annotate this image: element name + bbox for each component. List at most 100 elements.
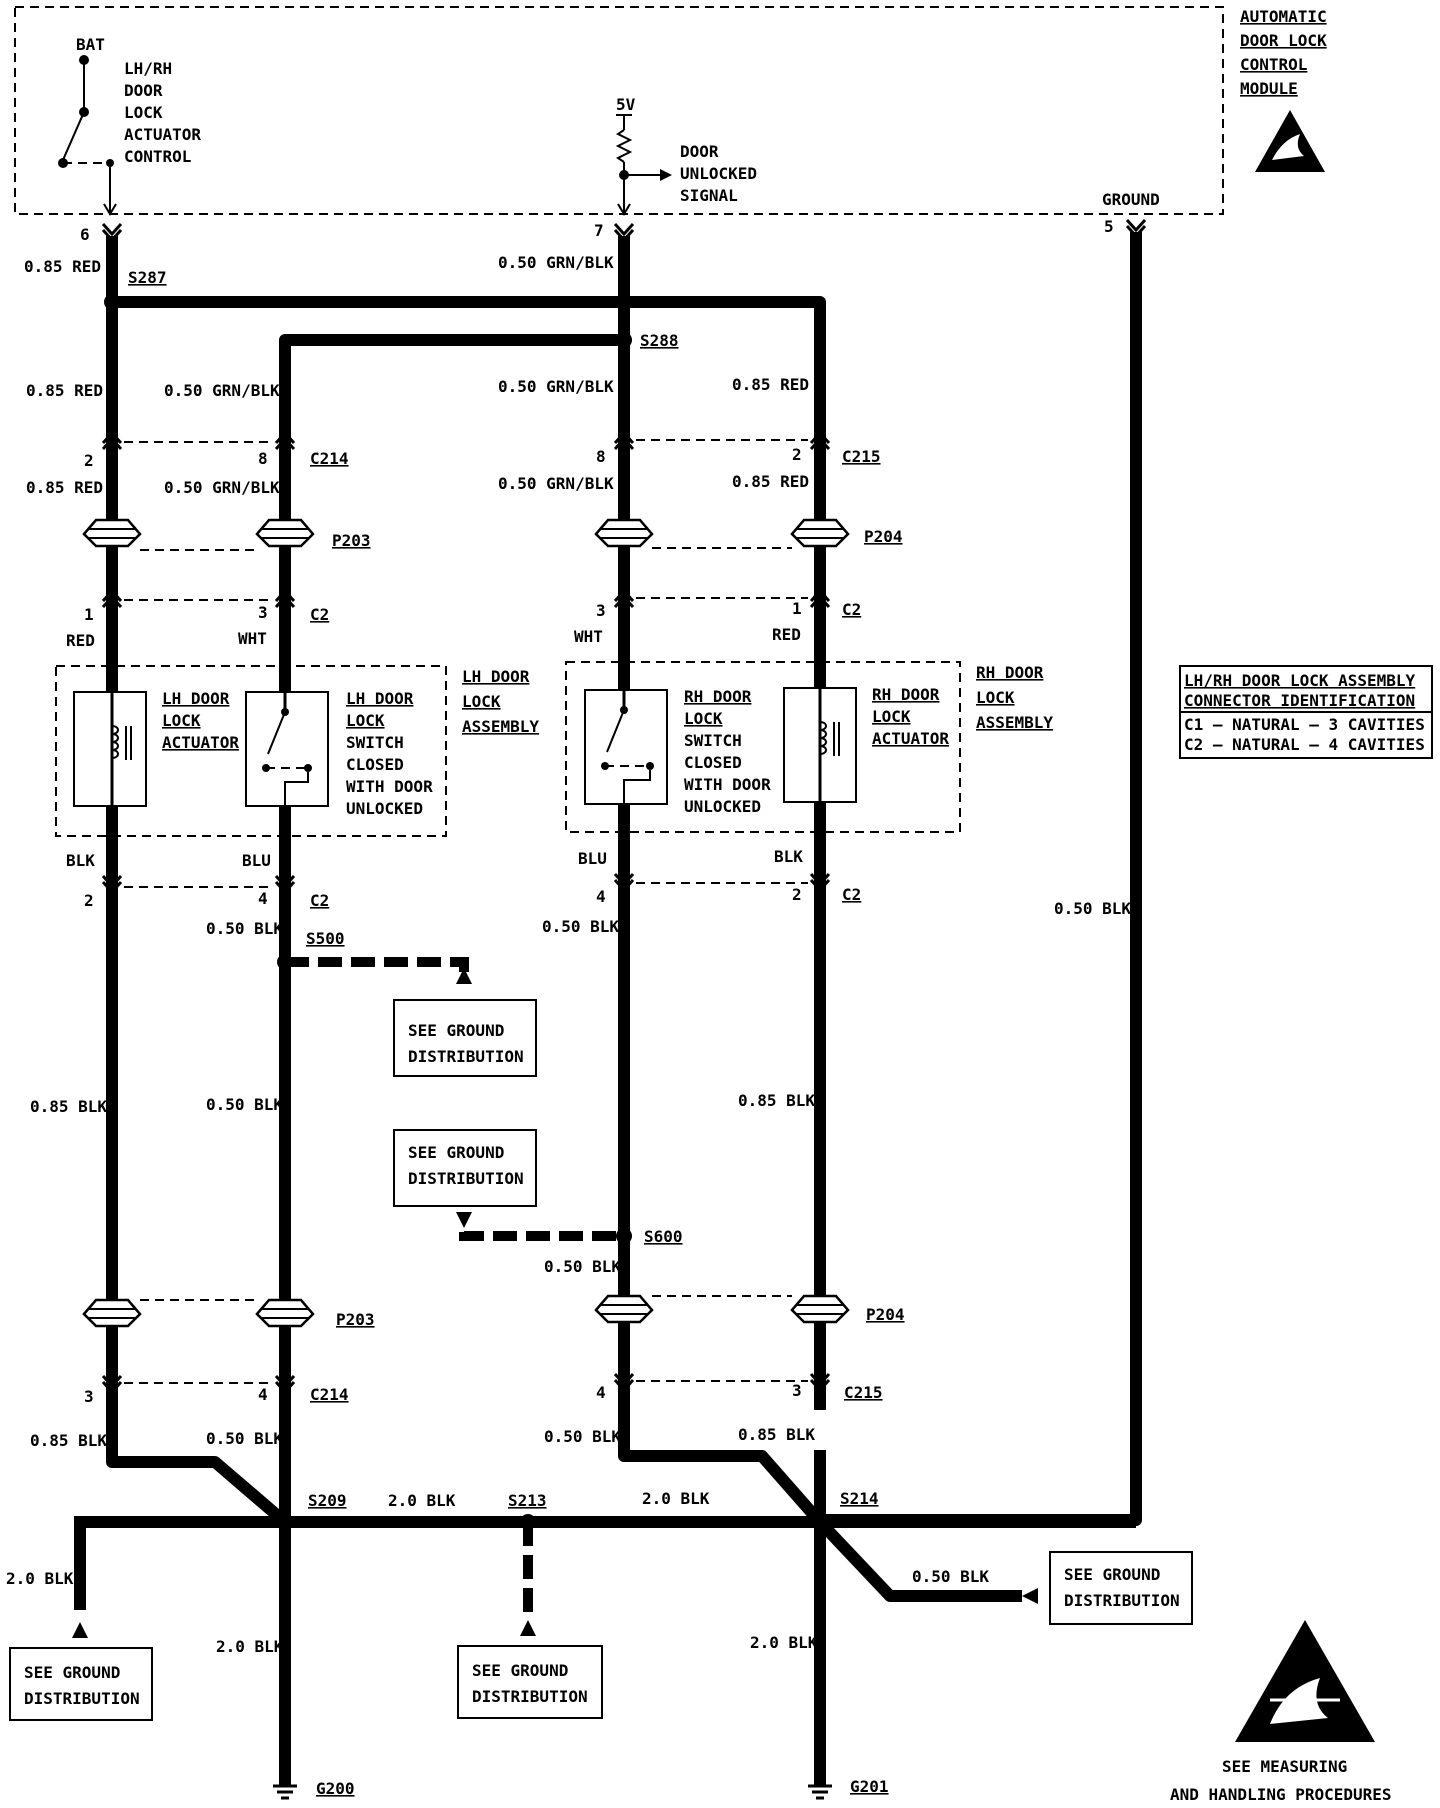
splice-s209: S209 [308,1491,347,1510]
svg-text:0.50 BLK: 0.50 BLK [206,919,283,938]
svg-text:UNLOCKED: UNLOCKED [684,797,761,816]
svg-text:SIGNAL: SIGNAL [680,186,738,205]
svg-text:0.50 BLK: 0.50 BLK [206,1429,283,1448]
svg-text:WITH DOOR: WITH DOOR [346,777,433,796]
svg-text:2: 2 [792,885,802,904]
svg-text:DISTRIBUTION: DISTRIBUTION [24,1689,140,1708]
svg-text:4: 4 [596,887,606,906]
lh-actuator-coil-icon [111,725,119,759]
ground-ref-box-s600: SEE GROUND DISTRIBUTION [393,1129,537,1207]
svg-text:3: 3 [258,603,268,622]
svg-text:DISTRIBUTION: DISTRIBUTION [472,1687,588,1706]
svg-text:DOOR LOCK: DOOR LOCK [1240,31,1327,50]
svg-text:LOCK: LOCK [872,707,911,726]
conn-c215-lower: C215 [844,1383,883,1402]
svg-text:UNLOCKED: UNLOCKED [346,799,423,818]
svg-text:AUTOMATIC: AUTOMATIC [1240,7,1327,26]
svg-text:LH DOOR: LH DOOR [162,689,230,708]
svg-text:WHT: WHT [574,627,603,646]
svg-text:4: 4 [258,889,268,908]
ground-ref-box-s213: SEE GROUND DISTRIBUTION [457,1645,603,1719]
module-outline [14,6,1224,215]
svg-text:0.50 GRN/BLK: 0.50 GRN/BLK [164,381,280,400]
svg-text:2.0 BLK: 2.0 BLK [6,1569,74,1588]
svg-text:SWITCH: SWITCH [684,731,742,750]
svg-text:0.50 BLK: 0.50 BLK [912,1567,989,1586]
svg-text:AND HANDLING PROCEDURES: AND HANDLING PROCEDURES [1170,1785,1392,1804]
svg-text:DOOR: DOOR [680,142,719,161]
splice-s213: S213 [508,1491,547,1510]
svg-text:LOCK: LOCK [124,103,163,122]
svg-text:SEE MEASURING: SEE MEASURING [1222,1757,1347,1776]
module-title: AUTOMATIC DOOR LOCK CONTROL MODULE [1240,7,1327,98]
connector-id-table: LH/RH DOOR LOCK ASSEMBLY CONNECTOR IDENT… [1179,665,1433,759]
conn-p204-lower: P204 [866,1305,905,1324]
esd-symbol-small [1255,110,1325,172]
lh-assembly-outline [55,665,447,837]
svg-text:MODULE: MODULE [1240,79,1298,98]
svg-text:2: 2 [792,445,802,464]
svg-text:SEE GROUND: SEE GROUND [24,1663,120,1682]
ground-label: GROUND [1102,190,1160,209]
control-label: LH/RH DOOR LOCK ACTUATOR CONTROL [124,59,201,166]
lh-assembly-title: LH DOOR LOCK ASSEMBLY [462,667,539,736]
svg-text:0.50 GRN/BLK: 0.50 GRN/BLK [164,478,280,497]
svg-text:G201: G201 [850,1777,889,1796]
svg-text:ASSEMBLY: ASSEMBLY [976,713,1053,732]
splice-s500: S500 [306,929,345,948]
esd-warning-icon [1235,1620,1375,1742]
5v-label: 5V [616,95,636,114]
svg-text:1: 1 [84,605,94,624]
svg-text:8: 8 [596,447,606,466]
svg-text:2: 2 [84,891,94,910]
svg-text:0.50 BLK: 0.50 BLK [544,1257,621,1276]
svg-text:CONTROL: CONTROL [124,147,191,166]
svg-text:0.85 RED: 0.85 RED [24,257,101,276]
conn-c214-lower: C214 [310,1385,349,1404]
svg-text:SEE GROUND: SEE GROUND [408,1143,504,1162]
svg-text:0.85 BLK: 0.85 BLK [738,1425,815,1444]
svg-text:CONNECTOR IDENTIFICATION: CONNECTOR IDENTIFICATION [1184,691,1415,710]
svg-text:4: 4 [258,1385,268,1404]
rh-assembly-title: RH DOOR LOCK ASSEMBLY [976,663,1053,732]
control-switch [62,111,85,161]
svg-text:3: 3 [596,601,606,620]
svg-text:LOCK: LOCK [684,709,723,728]
splice-s288: S288 [640,331,679,350]
svg-text:0.50 GRN/BLK: 0.50 GRN/BLK [498,474,614,493]
svg-text:LOCK: LOCK [462,692,501,711]
pin-6: 6 [80,225,90,244]
svg-text:LOCK: LOCK [346,711,385,730]
svg-text:RH DOOR: RH DOOR [976,663,1044,682]
svg-text:CLOSED: CLOSED [346,755,404,774]
svg-text:ASSEMBLY: ASSEMBLY [462,717,539,736]
svg-text:SWITCH: SWITCH [346,733,404,752]
svg-text:RH DOOR: RH DOOR [872,685,940,704]
svg-text:0.85 BLK: 0.85 BLK [738,1091,815,1110]
svg-text:0.50 GRN/BLK: 0.50 GRN/BLK [498,253,614,272]
svg-text:2.0 BLK: 2.0 BLK [642,1489,710,1508]
svg-text:DISTRIBUTION: DISTRIBUTION [408,1047,524,1066]
svg-text:G200: G200 [316,1779,355,1798]
svg-text:SEE GROUND: SEE GROUND [472,1661,568,1680]
conn-c2-lh-lower: C2 [310,891,329,910]
svg-text:2.0 BLK: 2.0 BLK [216,1637,284,1656]
svg-text:RH DOOR: RH DOOR [684,687,752,706]
lh-actuator-label: LH DOOR LOCK ACTUATOR [162,689,239,752]
svg-text:DISTRIBUTION: DISTRIBUTION [408,1169,524,1188]
svg-text:0.50 BLK: 0.50 BLK [542,917,619,936]
bat-label: BAT [76,35,105,54]
svg-text:2.0 BLK: 2.0 BLK [388,1491,456,1510]
svg-text:LH DOOR: LH DOOR [346,689,414,708]
svg-text:0.85 RED: 0.85 RED [26,478,103,497]
svg-text:WITH DOOR: WITH DOOR [684,775,771,794]
svg-text:RED: RED [66,631,95,650]
svg-text:0.50 BLK: 0.50 BLK [206,1095,283,1114]
svg-text:8: 8 [258,449,268,468]
conn-c2-lh-upper: C2 [310,605,329,624]
svg-text:2: 2 [84,451,94,470]
conn-c2-rh-lower: C2 [842,885,861,904]
svg-text:WHT: WHT [238,629,267,648]
splice-s214: S214 [840,1489,879,1508]
svg-text:C1 – NATURAL – 3 CAVITIES: C1 – NATURAL – 3 CAVITIES [1184,715,1425,734]
